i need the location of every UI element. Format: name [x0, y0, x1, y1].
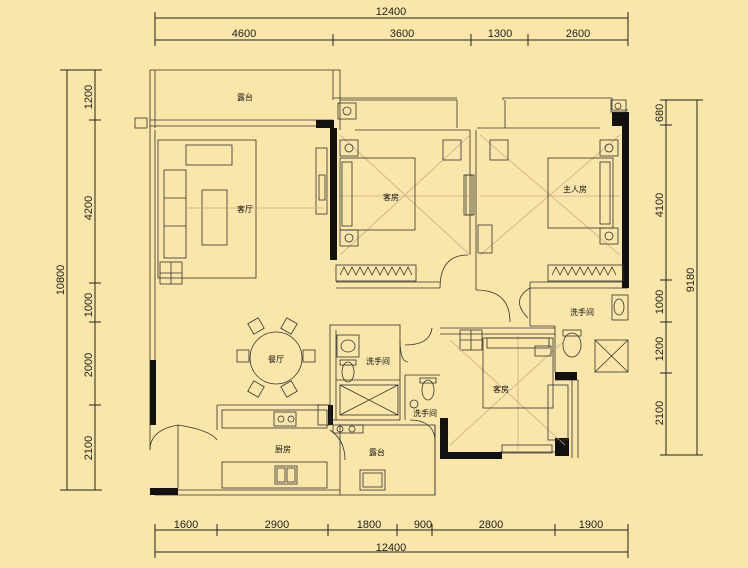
top-dim-3: 1300: [488, 28, 512, 40]
top-total-dim: 12400: [376, 6, 407, 18]
left-total-dim: 10800: [55, 265, 67, 296]
bottom-dim-5: 2800: [479, 519, 503, 531]
top-dim-1: 4600: [232, 28, 256, 40]
bottom-dim-3: 1800: [357, 519, 381, 531]
master-bathroom-fixtures: [562, 294, 629, 373]
kitchen-fixtures: [149, 404, 346, 489]
right-dim-5: 2100: [654, 401, 666, 425]
left-dim-3: 1000: [83, 293, 95, 317]
label-bathroom-right: 洗手间: [570, 307, 594, 317]
bottom-dim-4: 900: [414, 519, 432, 531]
bottom-dim-2: 2900: [265, 519, 289, 531]
bedroom-bottom-furniture: [449, 336, 569, 454]
center-bathroom-fixtures: [336, 327, 433, 416]
right-dim-4: 1200: [654, 337, 666, 361]
label-dining-room: 餐厅: [268, 355, 284, 364]
dining-furniture: [236, 317, 316, 398]
label-living-room: 客厅: [237, 204, 253, 214]
label-bathroom-center: 洗手间: [366, 356, 390, 366]
living-room-furniture: [157, 139, 328, 279]
top-dim-2: 3600: [390, 28, 414, 40]
right-total-dim: 9180: [685, 268, 697, 292]
label-bathroom-small: 洗手间: [413, 408, 437, 418]
bottom-total-dim: 12400: [376, 542, 407, 554]
small-bathroom-fixtures: [409, 377, 437, 439]
wall-outlines: [134, 69, 628, 496]
master-bedroom-furniture: [465, 134, 624, 323]
label-terrace-bottom: 露台: [369, 447, 385, 457]
label-master-bedroom: 主人房: [563, 184, 587, 194]
bottom-dim-6: 1900: [579, 519, 603, 531]
bottom-dim-1: 1600: [174, 519, 198, 531]
dimension-labels: 12400 4600 3600 1300 2600 1600 2900 1800…: [55, 6, 697, 554]
right-dim-3: 1000: [654, 290, 666, 314]
left-dim-2: 4200: [83, 196, 95, 220]
bedroom-left-furniture: [335, 134, 473, 289]
right-dim-1: 680: [654, 104, 666, 122]
left-dim-5: 2100: [83, 436, 95, 460]
left-dim-1: 1200: [83, 85, 95, 109]
dimension-lines: [60, 12, 703, 558]
label-bedroom-bottom: 客房: [493, 384, 509, 394]
top-dim-4: 2600: [566, 28, 590, 40]
left-dim-4: 2000: [83, 353, 95, 377]
structural-walls: [150, 112, 629, 495]
label-kitchen: 厨房: [275, 444, 291, 454]
column-symbols: [159, 99, 627, 351]
right-dim-2: 4100: [654, 193, 666, 217]
label-terrace-top: 露台: [237, 92, 253, 102]
terrace-bottom-fixtures: [332, 424, 386, 491]
label-bedroom-left: 客房: [383, 192, 399, 202]
room-labels: 露台 客厅 客房 主人房 餐厅 洗手间 洗手间 洗手间 客房 厨房 露台: [237, 92, 594, 457]
